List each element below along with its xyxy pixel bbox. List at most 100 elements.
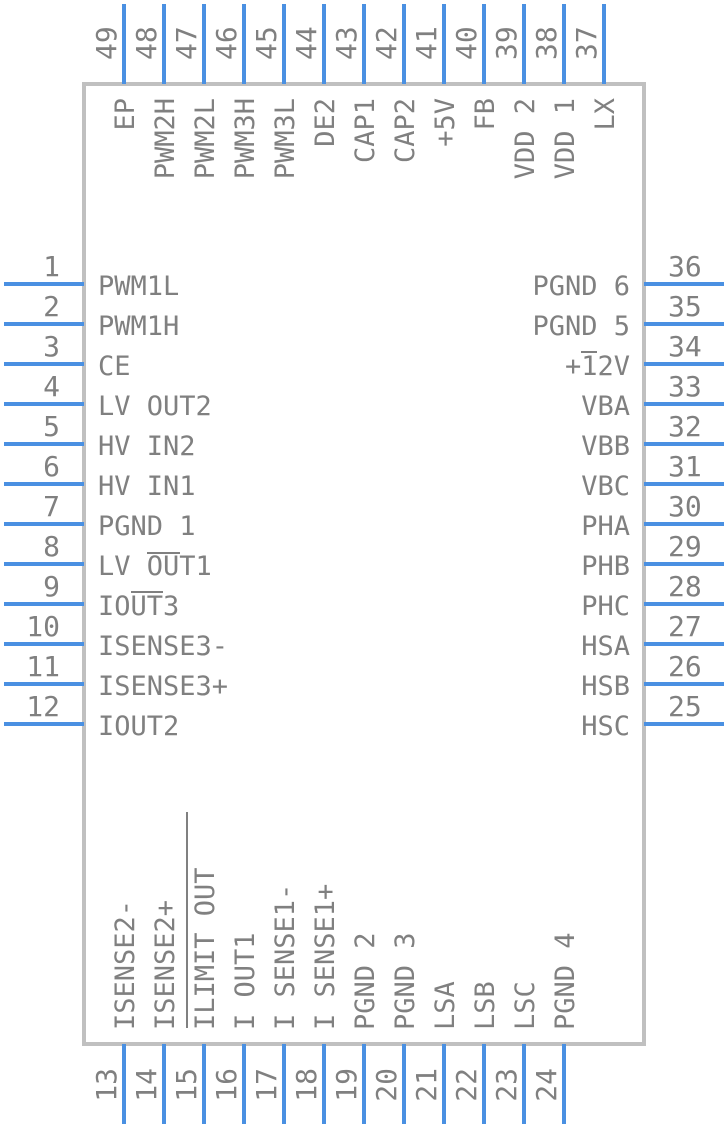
pin-label-ilimit-out: ILIMIT OUT [190, 867, 221, 1030]
pin-label-hsa: HSA [581, 631, 630, 662]
pin-label-pwm1h: PWM1H [98, 311, 179, 342]
pin-label-phb: PHB [581, 551, 630, 582]
pin-label-vbc: VBC [581, 471, 630, 502]
pin-label-lsb: LSB [470, 981, 501, 1030]
pin-label-hsb: HSB [581, 671, 630, 702]
pin-29-number: 29 [668, 530, 702, 563]
pin-32-number: 32 [668, 410, 702, 443]
pin-19-number: 19 [330, 1068, 363, 1102]
pin-label-12v: +12V [565, 351, 630, 382]
pin-17-number: 17 [250, 1068, 283, 1102]
pin-label-cap2: CAP2 [390, 98, 421, 163]
pin-label-isense3: ISENSE3- [98, 631, 228, 662]
pin-28-number: 28 [668, 570, 702, 603]
pin-label-5v: +5V [430, 98, 461, 147]
pin-label-pgnd-3: PGND 3 [390, 932, 421, 1030]
pin-38-number: 38 [530, 26, 563, 60]
pin-20-number: 20 [370, 1068, 403, 1102]
pin-8-number: 8 [43, 530, 60, 563]
pin-31-number: 31 [668, 450, 702, 483]
pin-label-isense3: ISENSE3+ [98, 671, 228, 702]
pin-label-pgnd-4: PGND 4 [550, 932, 581, 1030]
pin-label-i-sense1: I SENSE1- [270, 884, 301, 1030]
pin-36-number: 36 [668, 250, 702, 283]
pin-label-pgnd-2: PGND 2 [350, 932, 381, 1030]
pin-label-vbb: VBB [581, 431, 630, 462]
pin-label-vdd-2: VDD 2 [510, 98, 541, 179]
pin-label-hv-in2: HV IN2 [98, 431, 196, 462]
pin-label-pha: PHA [581, 511, 630, 542]
pin-label-lsa: LSA [430, 981, 461, 1030]
pin-34-number: 34 [668, 330, 702, 363]
pin-5-number: 5 [43, 410, 60, 443]
pin-label-pgnd-6: PGND 6 [532, 271, 630, 302]
pin-label-ep: EP [110, 98, 141, 131]
pin-label-pwm1l: PWM1L [98, 271, 179, 302]
pin-11-number: 11 [26, 650, 60, 683]
pin-16-number: 16 [210, 1068, 243, 1102]
pin-44-number: 44 [290, 26, 323, 60]
pin-label-i-out1: I OUT1 [230, 932, 261, 1030]
pin-12-number: 12 [26, 690, 60, 723]
pin-41-number: 41 [410, 26, 443, 60]
pin-label-vdd-1: VDD 1 [550, 98, 581, 179]
pin-37-number: 37 [570, 26, 603, 60]
pin-label-cap1: CAP1 [350, 98, 381, 163]
pin-46-number: 46 [210, 26, 243, 60]
pin-42-number: 42 [370, 26, 403, 60]
pin-7-number: 7 [43, 490, 60, 523]
pin-39-number: 39 [490, 26, 523, 60]
pin-4-number: 4 [43, 370, 60, 403]
pin-label-pwm2l: PWM2L [190, 98, 221, 179]
pin-14-number: 14 [130, 1068, 163, 1102]
pin-18-number: 18 [290, 1068, 323, 1102]
pin-6-number: 6 [43, 450, 60, 483]
pin-25-number: 25 [668, 690, 702, 723]
pin-40-number: 40 [450, 26, 483, 60]
pin-label-fb: FB [470, 98, 501, 131]
pin-label-de2: DE2 [310, 98, 341, 147]
pin-47-number: 47 [170, 26, 203, 60]
pin-22-number: 22 [450, 1068, 483, 1102]
pin-label-pwm3h: PWM3H [230, 98, 261, 179]
pin-33-number: 33 [668, 370, 702, 403]
pin-26-number: 26 [668, 650, 702, 683]
pin-label-isense2: ISENSE2+ [150, 900, 181, 1030]
pin-23-number: 23 [490, 1068, 523, 1102]
pin-label-hv-in1: HV IN1 [98, 471, 196, 502]
pin-21-number: 21 [410, 1068, 443, 1102]
pin-label-lx: LX [590, 98, 621, 131]
pin-label-lv-out2: LV OUT2 [98, 391, 212, 422]
pin-label-pgnd-5: PGND 5 [532, 311, 630, 342]
pin-1-number: 1 [43, 250, 60, 283]
pin-label-lsc: LSC [510, 981, 541, 1030]
pin-43-number: 43 [330, 26, 363, 60]
pin-label-pgnd-1: PGND 1 [98, 511, 196, 542]
pin-label-ce: CE [98, 351, 131, 382]
pin-label-iout2: IOUT2 [98, 711, 179, 742]
pin-label-i-sense1: I SENSE1+ [310, 884, 341, 1030]
pin-27-number: 27 [668, 610, 702, 643]
pin-30-number: 30 [668, 490, 702, 523]
pin-45-number: 45 [250, 26, 283, 60]
pin-3-number: 3 [43, 330, 60, 363]
pin-label-pwm3l: PWM3L [270, 98, 301, 179]
pin-label-hsc: HSC [581, 711, 630, 742]
pin-label-iout3: IOUT3 [98, 591, 179, 622]
pin-label-vba: VBA [581, 391, 630, 422]
pin-label-pwm2h: PWM2H [150, 98, 181, 179]
pin-48-number: 48 [130, 26, 163, 60]
pin-label-lv-out1: LV OUT1 [98, 551, 212, 582]
pin-label-phc: PHC [581, 591, 630, 622]
pin-2-number: 2 [43, 290, 60, 323]
pin-9-number: 9 [43, 570, 60, 603]
pin-13-number: 13 [90, 1068, 123, 1102]
pin-10-number: 10 [26, 610, 60, 643]
pin-label-isense2: ISENSE2- [110, 900, 141, 1030]
pin-15-number: 15 [170, 1068, 203, 1102]
pin-49-number: 49 [90, 26, 123, 60]
pin-35-number: 35 [668, 290, 702, 323]
pin-24-number: 24 [530, 1068, 563, 1102]
